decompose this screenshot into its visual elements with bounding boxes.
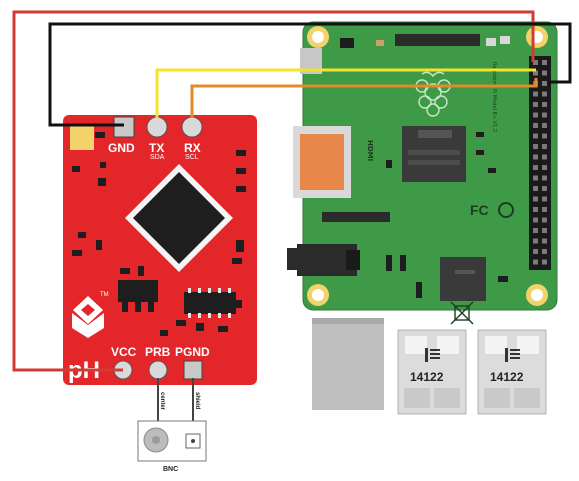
gpio-pin	[533, 249, 538, 254]
gpio-pin	[533, 238, 538, 244]
weee-bin-icon	[450, 301, 474, 325]
pin-tx-label: TX	[149, 141, 164, 155]
bnc-connector: BNC	[137, 420, 207, 473]
trademark-text: TM	[100, 292, 109, 298]
gpio-pin	[533, 196, 538, 202]
gpio-pin	[533, 207, 538, 212]
gpio-pin	[533, 144, 538, 149]
pin-rx-label: RX	[184, 141, 201, 155]
mounting-hole-bottom-right	[526, 284, 548, 306]
gpio-pin	[533, 175, 538, 181]
gpio-pin	[533, 259, 538, 265]
camera-connector	[322, 212, 390, 222]
pin-gnd: GND	[108, 116, 135, 155]
gpio-pin	[542, 207, 547, 212]
gpio-pin	[533, 228, 538, 233]
gpio-pin	[542, 154, 547, 160]
gpio-pin	[542, 228, 547, 233]
pin-gnd-label: GND	[108, 141, 135, 155]
pin-prb-label: PRB	[145, 345, 171, 359]
gpio-pin	[542, 217, 547, 223]
bnc-shield-label: shield	[194, 392, 200, 410]
ph-circuit-board: GND TX SDA RX SCL	[63, 115, 257, 385]
usb-port-2: 14122	[477, 329, 547, 415]
smd-components	[72, 132, 246, 336]
gpio-pin	[542, 259, 547, 265]
lan-chip	[440, 257, 486, 301]
gpio-pin	[542, 165, 547, 170]
gpio-pin	[542, 186, 547, 191]
gpio-pin	[533, 165, 538, 170]
gpio-pin	[533, 112, 538, 118]
pin-tx-sub: SDA	[150, 154, 165, 161]
mounting-hole-top-left	[307, 26, 329, 48]
gold-pad	[70, 124, 94, 150]
usb-port-1: 14122	[397, 329, 467, 415]
bnc-label: BNC	[163, 466, 178, 473]
gpio-pin	[542, 81, 547, 86]
pin-rx: RX SCL	[181, 116, 203, 161]
bnc-center-label: center	[159, 392, 165, 411]
gpio-pin	[533, 60, 538, 65]
gpio-pin	[542, 123, 547, 128]
pin-pgnd: PGND	[175, 345, 210, 380]
gpio-header	[529, 56, 551, 270]
pin-tx: TX SDA	[146, 116, 168, 161]
gpio-pin	[542, 249, 547, 254]
gpio-pin	[533, 217, 538, 223]
ethernet-port	[312, 318, 384, 410]
microcontroller-chip	[125, 164, 233, 272]
atlas-logo-icon	[72, 296, 104, 338]
raspberry-pi-board: Raspberry Pi Model B+ V1.2 FC HDMI	[287, 21, 558, 415]
usb-port-2-label: 14122	[490, 370, 524, 384]
gpio-pin	[533, 102, 538, 107]
micro-usb-power	[300, 48, 322, 74]
gpio-pin	[542, 175, 547, 181]
svg-text:FC: FC	[470, 202, 489, 218]
pin-rx-sub: SCL	[185, 154, 199, 161]
gpio-pin	[533, 123, 538, 128]
usb-port-1-label: 14122	[410, 370, 444, 384]
op-amp-chip	[184, 292, 236, 314]
gpio-pin	[533, 154, 538, 160]
gpio-pin	[542, 60, 547, 65]
vcc-wire	[12, 10, 535, 372]
gpio-pin	[533, 186, 538, 191]
tx-wire	[155, 68, 536, 118]
gpio-pin	[542, 112, 547, 118]
gpio-pin	[542, 144, 547, 149]
mounting-hole-bottom-left	[307, 284, 329, 306]
hdmi-label: HDMI	[366, 140, 374, 161]
gpio-pin	[542, 70, 547, 76]
board-model-text: Raspberry Pi Model B+ V1.2	[491, 62, 497, 132]
gpio-pin	[533, 91, 538, 97]
rx-wire	[190, 78, 538, 118]
gpio-pin	[533, 133, 538, 139]
gpio-pin	[542, 102, 547, 107]
gpio-pin	[542, 133, 547, 139]
mounting-hole-top-right	[526, 26, 548, 48]
voltage-regulator	[118, 280, 158, 302]
gpio-header-base	[529, 56, 551, 270]
raspberry-logo-icon	[415, 71, 451, 117]
gnd-wire	[48, 22, 572, 127]
gpio-pin	[542, 91, 547, 97]
gpio-pin	[533, 70, 538, 76]
pin-pgnd-label: PGND	[175, 345, 210, 359]
gpio-pin	[542, 238, 547, 244]
pin-vcc: VCC	[111, 345, 137, 380]
pin-vcc-label: VCC	[111, 345, 137, 359]
display-connector	[395, 34, 480, 46]
gpio-pin	[542, 196, 547, 202]
